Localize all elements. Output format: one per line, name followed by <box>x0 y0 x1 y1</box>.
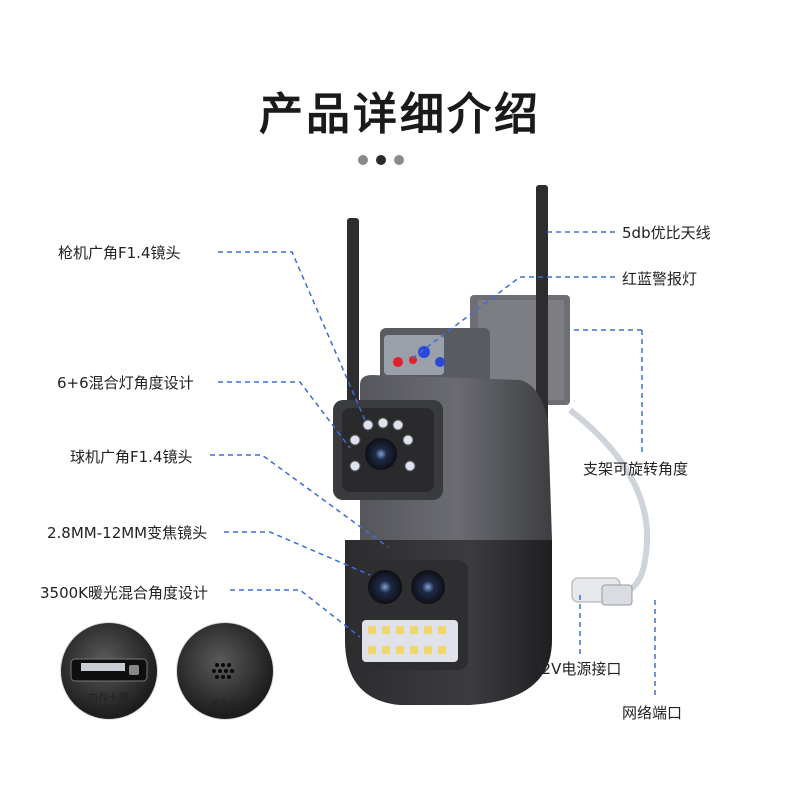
microphone-label: 麦克风 <box>209 700 239 711</box>
callout-zoom-lens: 2.8MM-12MM变焦镜头 <box>47 524 208 542</box>
callout-alarm-light: 红蓝警报灯 <box>622 270 698 288</box>
callout-mixed-light: 6+6混合灯角度设计 <box>57 374 194 392</box>
callout-power-port: 12V电源接口 <box>532 660 622 678</box>
page-title: 产品详细介绍 <box>259 89 541 140</box>
callout-warm-light: 3500K暖光混合角度设计 <box>40 584 209 602</box>
antenna-right <box>536 185 548 435</box>
callout-bracket-rotation: 支架可旋转角度 <box>583 460 689 478</box>
carousel-dot[interactable] <box>358 155 368 165</box>
carousel-dots <box>358 155 404 165</box>
callout-antenna: 5db优比天线 <box>622 224 711 242</box>
microphone-thumbnail <box>176 622 274 720</box>
carousel-dot-active[interactable] <box>376 155 386 165</box>
power-cable <box>568 407 651 599</box>
carousel-dot[interactable] <box>394 155 404 165</box>
callout-gun-lens: 枪机广角F1.4镜头 <box>58 244 181 262</box>
sd-slot-label: 内存卡槽 复位键 <box>88 693 128 716</box>
callout-dome-lens: 球机广角F1.4镜头 <box>70 448 193 466</box>
sd-card-slot-thumbnail <box>60 622 158 720</box>
network-connector <box>601 584 633 606</box>
callout-network-port: 网络端口 <box>622 704 683 722</box>
